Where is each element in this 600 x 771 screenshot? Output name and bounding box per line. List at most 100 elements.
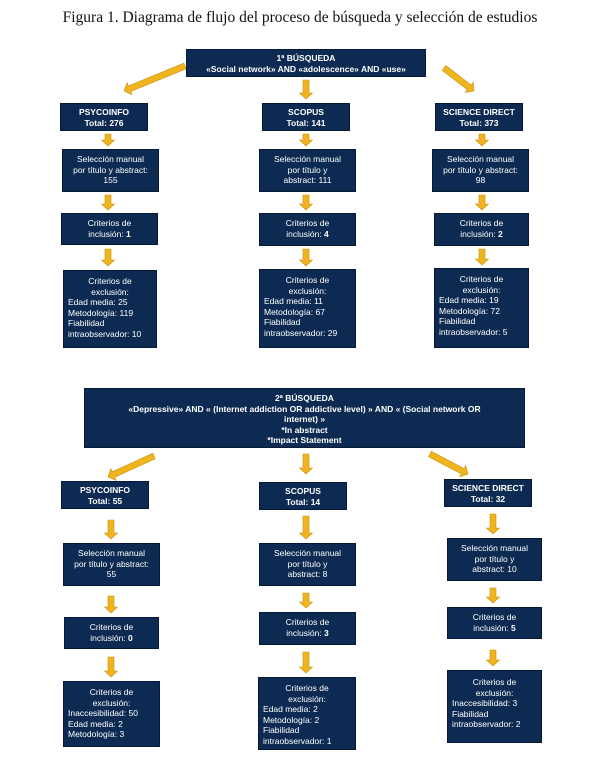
arrow-icon — [298, 248, 314, 267]
exclusion-line: Edad media: 2 — [263, 704, 318, 714]
arrow-icon — [298, 79, 314, 100]
s1-sciencedirect-manual: Selección manual por título y abstract: … — [432, 149, 529, 192]
manual-line: 155 — [103, 175, 118, 185]
arrow-icon — [100, 194, 116, 211]
arrow-icon — [107, 452, 156, 481]
exclusion-line: Inaccesibilidad: 3 — [452, 698, 518, 708]
exclusion-line: Metodología: 119 — [68, 307, 134, 318]
arrow-icon — [485, 587, 501, 604]
arrow-icon — [485, 649, 501, 667]
db-total: Total: 276 — [84, 117, 124, 128]
s1-sciencedirect-exclusion: Criterios de exclusión: Edad media: 19 M… — [434, 268, 529, 348]
s1-scopus-manual: Selección manual por título y abstract: … — [259, 149, 356, 192]
exclusion-line: Criterios de — [459, 274, 504, 284]
s1-psycoinfo-exclusion: Criterios de exclusión: Edad media: 25 M… — [63, 270, 157, 348]
db-name: SCIENCE DIRECT — [443, 107, 515, 117]
exclusion-line: Criterios de — [89, 687, 134, 697]
s1-psycoinfo-manual: Selección manual por título y abstract: … — [62, 149, 159, 192]
arrow-icon — [298, 592, 314, 609]
inclusion-label: Criterios de — [87, 218, 132, 228]
manual-line: abstract: 111 — [283, 175, 332, 185]
exclusion-line: exclusión: — [288, 285, 327, 296]
db-name: PSYCOINFO — [78, 107, 130, 117]
arrow-icon — [441, 65, 475, 93]
exclusion-line: Metodología: 72 — [439, 305, 500, 316]
s1-scopus-header: SCOPUS Total: 141 — [262, 103, 350, 131]
inclusion-label: Criterios de — [459, 218, 504, 228]
inclusion-value: 1 — [126, 228, 131, 239]
exclusion-line: intraobservador: 5 — [439, 326, 508, 337]
arrow-icon — [474, 248, 490, 266]
db-total: Total: 32 — [470, 493, 506, 504]
inclusion-value: 4 — [324, 228, 329, 239]
inclusion-prefix: inclusión: — [286, 228, 325, 239]
db-total: Total: 373 — [459, 117, 499, 128]
db-total: Total: 141 — [286, 117, 326, 128]
arrow-icon — [298, 651, 314, 674]
inclusion-line: inclusión: 3 — [264, 628, 351, 639]
exclusion-line: exclusión: — [288, 693, 326, 704]
inclusion-line: inclusión: 1 — [66, 229, 153, 240]
manual-line: por título y — [287, 164, 328, 175]
inclusion-line: inclusión: 4 — [264, 229, 351, 240]
manual-line: Selección manual — [460, 543, 529, 553]
inclusion-prefix: inclusión: — [90, 632, 129, 643]
s2-scopus-exclusion: Criterios de exclusión: Edad media: 2 Me… — [258, 677, 356, 750]
s1-sciencedirect-header: SCIENCE DIRECT Total: 373 — [435, 103, 523, 131]
manual-line: por título y — [474, 553, 515, 564]
exclusion-line: Metodología: 2 — [263, 714, 320, 725]
inclusion-value: 5 — [511, 622, 516, 633]
s2-scopus-inclusion: Criterios de inclusión: 3 — [259, 612, 356, 645]
s2-sciencedirect-exclusion: Criterios de exclusión: Inaccesibilidad:… — [447, 670, 542, 743]
exclusion-line: Fiabilidad — [439, 316, 476, 326]
exclusion-line: Fiabilidad — [452, 708, 489, 719]
s2-psycoinfo-header: PSYCOINFO Total: 55 — [61, 481, 149, 509]
s1-scopus-inclusion: Criterios de inclusión: 4 — [259, 213, 356, 246]
s2-scopus-header: SCOPUS Total: 14 — [259, 482, 347, 510]
inclusion-value: 3 — [324, 627, 329, 638]
s2-psycoinfo-exclusion: Criterios de exclusión: Inaccesibilidad:… — [63, 681, 160, 747]
search2-label: 2ª BÚSQUEDA — [275, 393, 334, 403]
exclusion-line: Criterios de — [285, 275, 330, 285]
s1-sciencedirect-inclusion: Criterios de inclusión: 2 — [434, 213, 529, 246]
exclusion-line: exclusión: — [92, 697, 131, 708]
arrow-icon — [100, 248, 116, 267]
manual-line: abstract: 8 — [287, 569, 328, 579]
figure-title: Figura 1. Diagrama de flujo del proceso … — [62, 9, 538, 26]
manual-line: 55 — [106, 569, 117, 579]
s2-sciencedirect-header: SCIENCE DIRECT Total: 32 — [444, 479, 532, 507]
arrow-icon — [103, 519, 119, 540]
s1-psycoinfo-header: PSYCOINFO Total: 276 — [60, 103, 148, 131]
s2-sciencedirect-manual: Selección manual por título y abstract: … — [447, 538, 542, 581]
search2-query: internet) » — [283, 414, 326, 424]
inclusion-line: inclusión: 2 — [439, 229, 524, 240]
manual-line: Selección manual — [77, 548, 146, 558]
exclusion-line: intraobservador: 1 — [263, 735, 332, 746]
manual-line: Selección manual — [446, 154, 515, 164]
inclusion-prefix: inclusión: — [473, 622, 512, 633]
arrow-icon — [474, 194, 490, 211]
manual-line: abstract: 10 — [472, 564, 517, 574]
db-name: PSYCOINFO — [79, 485, 131, 495]
search1-label: 1ª BÚSQUEDA — [276, 53, 336, 63]
arrow-icon — [298, 133, 314, 147]
exclusion-line: Metodología: 3 — [68, 729, 125, 739]
exclusion-line: Criterios de — [88, 276, 132, 286]
inclusion-prefix: inclusión: — [88, 228, 127, 239]
inclusion-label: Criterios de — [472, 612, 517, 622]
arrow-icon — [103, 595, 119, 614]
manual-line: 98 — [475, 175, 486, 185]
db-total: Total: 14 — [285, 496, 321, 507]
search2-note: *In abstract — [281, 424, 328, 435]
arrow-icon — [298, 194, 314, 211]
search2-note: *Impact Statement — [267, 435, 342, 445]
exclusion-line: Fiabilidad — [263, 725, 300, 735]
manual-line: por título y abstract: — [443, 164, 518, 175]
exclusion-line: exclusión: — [462, 284, 501, 295]
exclusion-line: Fiabilidad — [264, 317, 301, 327]
search2-query: «Depressive» AND « (Internet addiction O… — [128, 403, 481, 414]
arrow-icon — [123, 62, 187, 96]
inclusion-prefix: inclusión: — [460, 228, 499, 239]
s2-scopus-manual: Selección manual por título y abstract: … — [259, 543, 356, 586]
inclusion-line: inclusión: 5 — [452, 623, 537, 634]
